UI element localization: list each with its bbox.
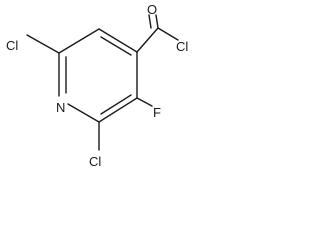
bond-c6-c5 bbox=[58, 28, 100, 54]
bond-c3-c2 bbox=[98, 97, 138, 123]
bond-carbonyl-o-second bbox=[148, 14, 152, 29]
bond-c6-cl bbox=[26, 34, 60, 54]
atom-label-cl-top-left: Cl bbox=[6, 38, 18, 53]
bond-c5-c4-inner bbox=[100, 36, 132, 56]
atom-label-oxygen: O bbox=[147, 2, 157, 17]
bond-c3-f bbox=[136, 97, 153, 107]
bond-carbonyl-o bbox=[155, 14, 159, 29]
atom-label-fluorine: F bbox=[153, 105, 161, 120]
atom-label-nitrogen: N bbox=[56, 100, 65, 115]
bond-c5-c4 bbox=[98, 28, 138, 53]
pyridine-ring bbox=[58, 28, 138, 123]
atom-label-cl-bottom-left: Cl bbox=[89, 154, 101, 169]
bond-c3-c2-inner bbox=[100, 94, 132, 115]
bond-c2-n bbox=[67, 103, 100, 123]
atom-label-cl-acyl: Cl bbox=[176, 39, 188, 54]
bond-c4-carbonyl bbox=[136, 27, 159, 53]
chemical-structure-diagram: Cl N Cl F O Cl bbox=[6, 2, 188, 169]
bond-carbonyl-cl bbox=[157, 27, 179, 41]
